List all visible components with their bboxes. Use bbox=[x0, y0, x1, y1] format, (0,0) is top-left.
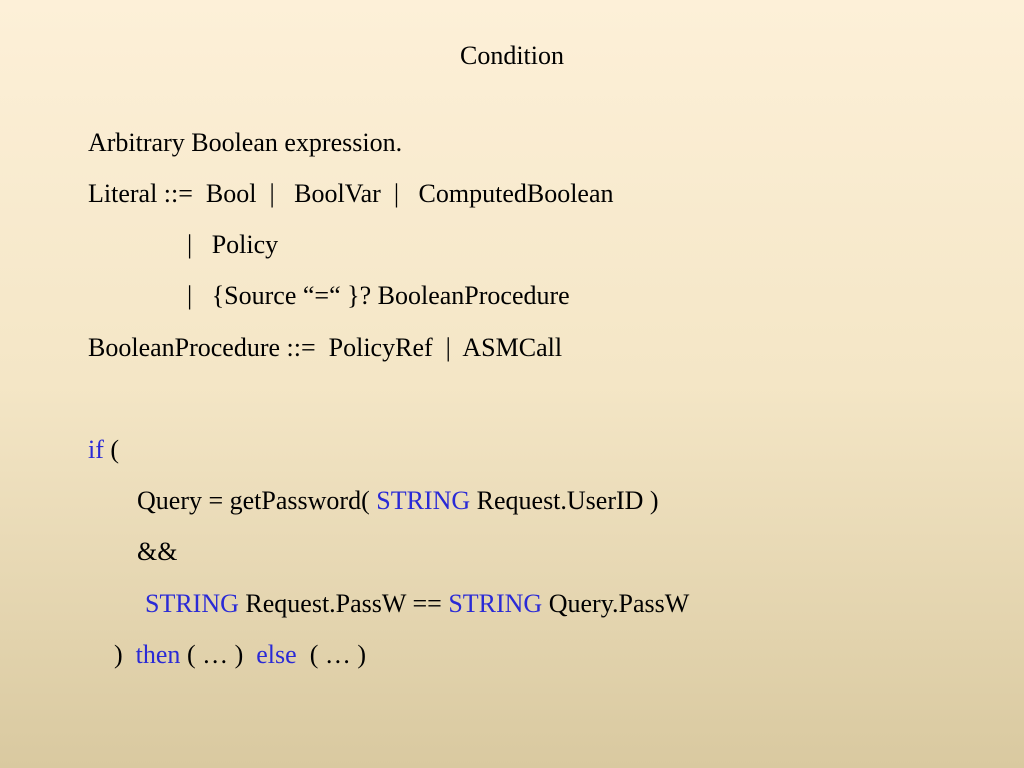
string-keyword: STRING bbox=[145, 589, 239, 618]
then-body: ( … ) bbox=[180, 640, 257, 669]
code-then-else-line: ) then ( … ) else ( … ) bbox=[114, 639, 366, 671]
then-keyword: then bbox=[135, 640, 181, 669]
string-keyword: STRING bbox=[376, 486, 471, 515]
open-paren: ( bbox=[103, 435, 120, 464]
query-suffix: Request.UserID ) bbox=[470, 486, 659, 515]
grammar-procedure-rule: BooleanProcedure ::= PolicyRef | ASMCall bbox=[88, 333, 563, 362]
if-keyword: if bbox=[88, 435, 104, 464]
grammar-literal-rule: Literal ::= Bool | BoolVar | ComputedBoo… bbox=[88, 179, 614, 208]
else-keyword: else bbox=[256, 640, 297, 669]
code-if-line: if ( bbox=[88, 434, 119, 466]
else-body: ( … ) bbox=[296, 640, 367, 669]
slide-title: Condition bbox=[459, 41, 564, 70]
passw-left: Request.PassW == bbox=[238, 589, 449, 618]
grammar-source-alternative: | {Source “=“ }? BooleanProcedure bbox=[187, 281, 570, 310]
code-and-operator: && bbox=[137, 537, 178, 566]
close-paren: ) bbox=[114, 640, 136, 669]
code-query-line: Query = getPassword( STRING Request.User… bbox=[137, 485, 659, 517]
grammar-policy-alternative: | Policy bbox=[187, 230, 279, 259]
grammar-intro: Arbitrary Boolean expression. bbox=[88, 128, 403, 157]
passw-right: Query.PassW bbox=[542, 589, 690, 618]
query-prefix: Query = getPassword( bbox=[137, 486, 377, 515]
string-keyword: STRING bbox=[448, 589, 543, 618]
code-compare-line: STRING Request.PassW == STRING Query.Pas… bbox=[145, 588, 689, 620]
